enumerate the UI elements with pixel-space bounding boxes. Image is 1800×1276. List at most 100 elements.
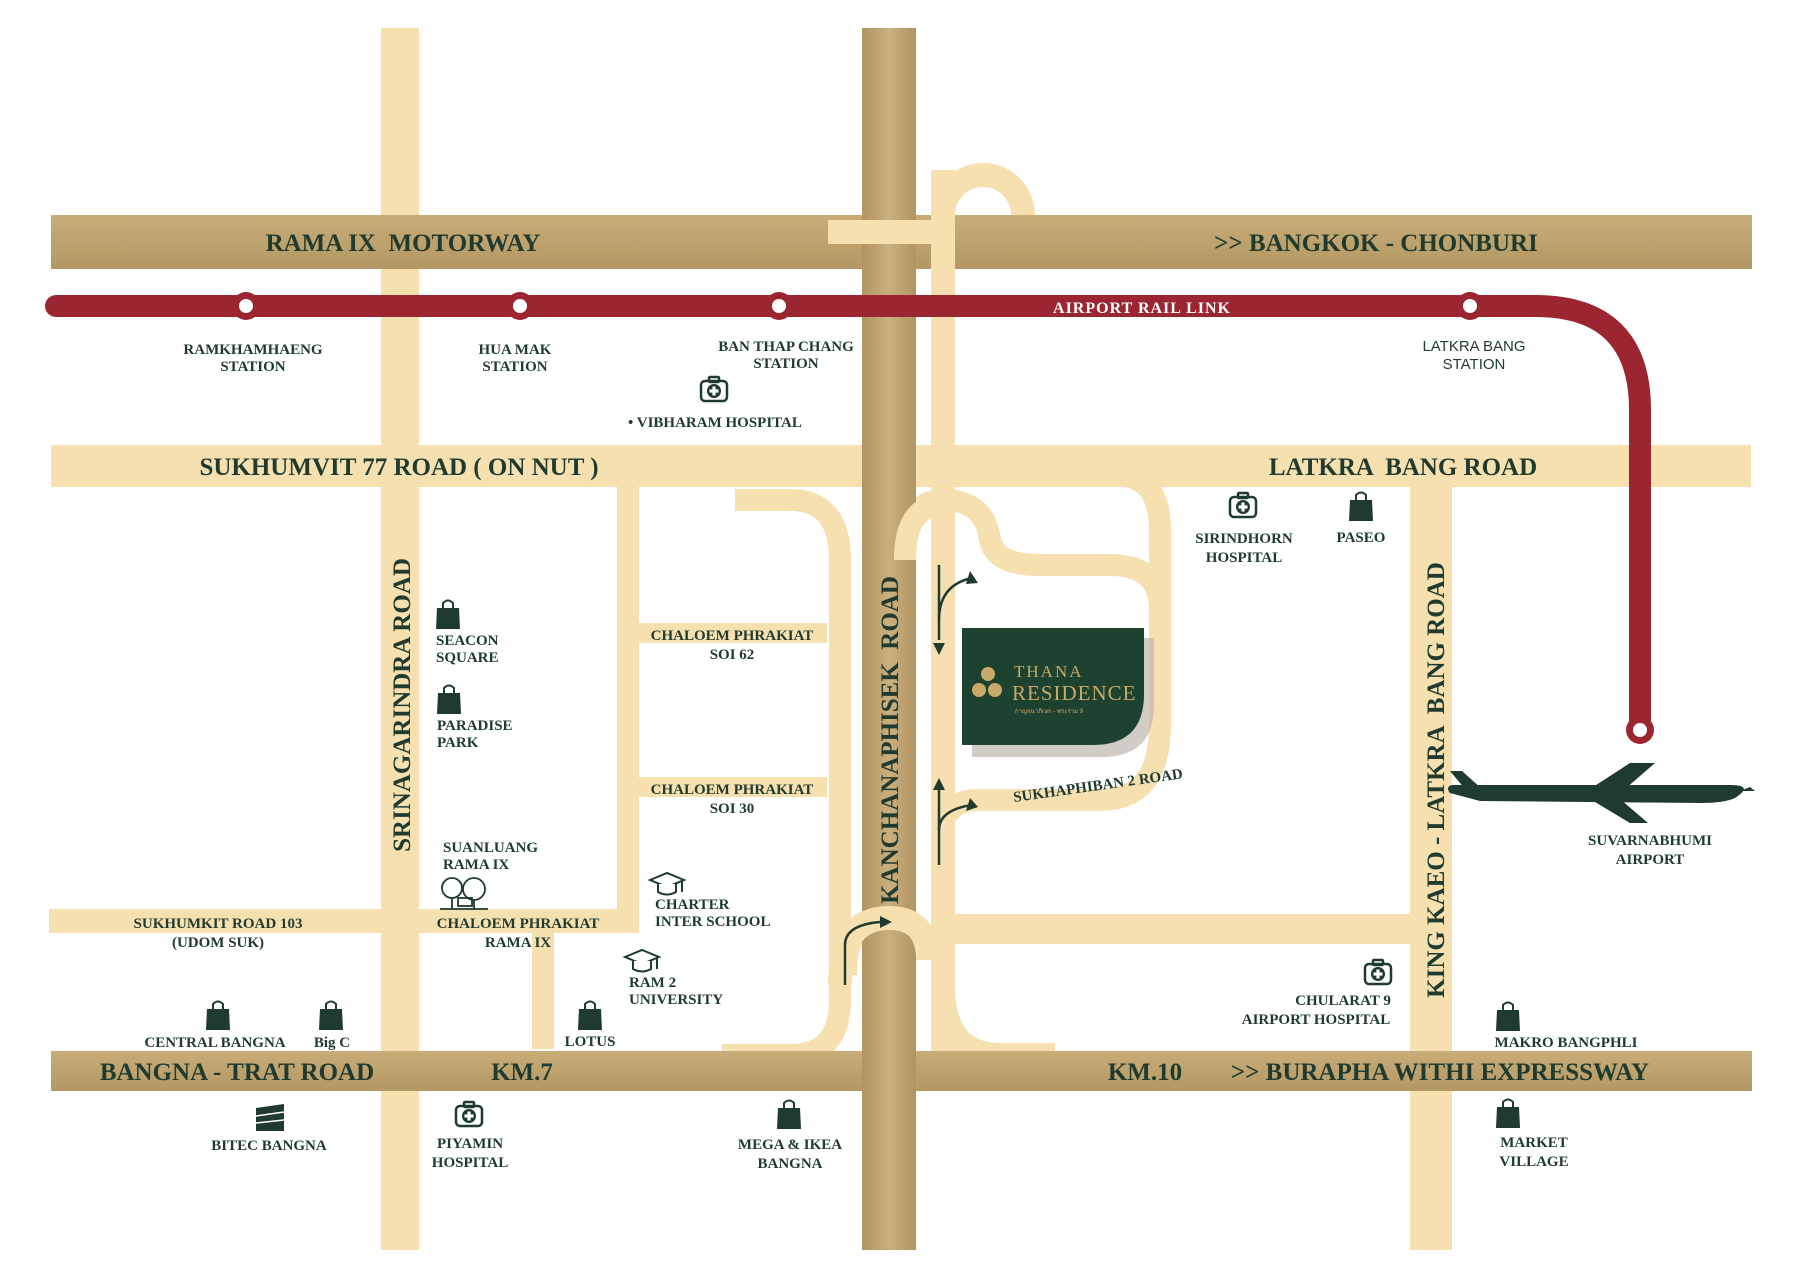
shopping-bag-icon <box>205 1000 231 1031</box>
central-bangna-label: CENTRAL BANGNA <box>144 1035 285 1051</box>
station-marker-icon <box>506 292 534 320</box>
seacon-label-2: SQUARE <box>436 650 499 666</box>
direction-arrow-icon <box>966 571 978 584</box>
airport-label-2: AIRPORT <box>1616 852 1685 868</box>
sukhumvit103-label-1: SUKHUMKIT ROAD 103 <box>134 916 303 932</box>
ram2-label-2: UNIVERSITY <box>629 992 723 1008</box>
lotus-connector-road <box>532 933 554 1049</box>
seacon-label-1: SEACON <box>436 633 499 649</box>
lotus-label: LOTUS <box>565 1034 616 1050</box>
latkrabang-road-label: LATKRA BANG ROAD <box>1269 454 1537 481</box>
project-logo-icon <box>972 667 1002 697</box>
station-label-2: HUA MAK <box>479 342 552 358</box>
station-label-3: BAN THAP CHANG <box>718 339 854 355</box>
sukhumvit-ramp <box>894 494 944 561</box>
shopping-bag-icon <box>776 1099 802 1130</box>
chularat-label-2: AIRPORT HOSPITAL <box>1242 1012 1391 1028</box>
station-marker-icon <box>765 292 793 320</box>
project-tagline: กาญจนาภิเษก - พระราม 9 <box>1015 708 1084 715</box>
kingkaeo-label: KING KAEO - LATKRA BANG ROAD <box>1423 562 1450 998</box>
sukhumvit103-road <box>49 909 637 933</box>
srinagarindra-label: SRINAGARINDRA ROAD <box>389 558 416 852</box>
direction-arrow-icon <box>933 643 945 655</box>
direction-arrow-icon <box>933 778 945 790</box>
sirindhorn-label-1: SIRINDHORN <box>1195 531 1293 547</box>
station-label-1: RAMKHAMHAENG <box>183 342 322 358</box>
hospital-icon <box>1228 491 1258 519</box>
graduation-cap-icon <box>624 949 660 973</box>
piyamin-label-2: HOSPITAL <box>432 1155 508 1171</box>
minor-roads <box>49 28 1751 1250</box>
mega-label-2: BANGNA <box>757 1156 822 1172</box>
sukhumvit77-label: SUKHUMVIT 77 ROAD ( ON NUT ) <box>199 454 598 481</box>
paradise-label-2: PARK <box>437 735 479 751</box>
bangna-trat-label: BANGNA - TRAT ROAD <box>100 1059 374 1086</box>
direction-arrow-icon <box>966 798 978 811</box>
station-marker-icon <box>1626 716 1654 744</box>
kanchanaphisek-label: KANCHANAPHISEK ROAD <box>877 576 904 904</box>
station-label-2b: STATION <box>482 359 547 375</box>
station-label-4: LATKRA BANG <box>1422 338 1525 355</box>
hospital-icon <box>699 375 729 403</box>
paseo-label: PASEO <box>1337 530 1386 546</box>
mega-label-1: MEGA & IKEA <box>738 1137 842 1153</box>
direction-arrow-icon <box>843 565 973 985</box>
park-icon <box>440 877 488 910</box>
project-badge: THANA RESIDENCE กาญจนาภิเษก - พระราม 9 <box>962 628 1154 757</box>
direction-arrow-icon <box>880 916 892 928</box>
vibharam-label: • VIBHARAM HOSPITAL <box>628 415 802 431</box>
airport-rail-line <box>45 295 1651 739</box>
chularat-road <box>945 914 1410 944</box>
shopping-bag-icon <box>318 1000 344 1031</box>
market-label-1: MARKET <box>1500 1135 1568 1151</box>
charter-label-2: INTER SCHOOL <box>655 914 770 930</box>
bangna-ramp <box>828 905 940 986</box>
station-label-1b: STATION <box>220 359 285 375</box>
airport-label-1: SUVARNABHUMI <box>1588 833 1712 849</box>
building-icon <box>255 1104 285 1131</box>
charter-label-1: CHARTER <box>655 897 730 913</box>
chaloem-rama9-label-2: RAMA IX <box>485 935 551 951</box>
shopping-bag-icon <box>577 1000 603 1031</box>
suanluang-label-2: RAMA IX <box>443 857 509 873</box>
shopping-bag-icon <box>1348 491 1374 522</box>
bangkok-chonburi-label: >> BANGKOK - CHONBURI <box>1214 230 1538 257</box>
bitec-label: BITEC BANGNA <box>211 1138 327 1154</box>
kingkaeo-road <box>1410 478 1452 1250</box>
chaloem-vertical-road <box>617 487 639 933</box>
shopping-bag-icon <box>1495 1001 1521 1032</box>
sirindhorn-label-2: HOSPITAL <box>1206 550 1282 566</box>
shopping-bag-icon <box>435 599 461 630</box>
sukhumvit103-label-2: (UDOM SUK) <box>172 935 264 951</box>
hospital-icon <box>454 1100 484 1128</box>
market-label-2: VILLAGE <box>1499 1154 1568 1170</box>
ram2-label-1: RAM 2 <box>629 975 676 991</box>
chaloem-soi30-label-2: SOI 30 <box>710 801 755 817</box>
burapha-label: >> BURAPHA WITHI EXPRESSWAY <box>1231 1059 1649 1086</box>
suanluang-label-1: SUANLUANG <box>443 840 538 856</box>
station-marker-icon <box>1456 292 1484 320</box>
chularat-label-1: CHULARAT 9 <box>1295 993 1391 1009</box>
shopping-bag-icon <box>436 684 462 715</box>
rama9-motorway-label: RAMA IX MOTORWAY <box>266 230 541 257</box>
airport-rail-link-label: AIRPORT RAIL LINK <box>1053 300 1231 317</box>
airplane-icon <box>1447 763 1755 823</box>
hospital-icon <box>1363 958 1393 986</box>
chaloem-soi62-label-1: CHALOEM PHRAKIAT <box>651 628 814 644</box>
chaloem-rama9-label-1: CHALOEM PHRAKIAT <box>437 916 600 932</box>
chaloem-soi30-label-1: CHALOEM PHRAKIAT <box>651 782 814 798</box>
overpass-ramps <box>828 170 955 280</box>
project-name-line1: THANA <box>1014 662 1084 681</box>
graduation-cap-icon <box>649 872 685 896</box>
makro-label: MAKRO BANGPHLI <box>1495 1035 1638 1051</box>
bigc-label: Big C <box>314 1035 350 1051</box>
project-name-line2: RESIDENCE <box>1012 681 1137 705</box>
station-marker-icon <box>232 292 260 320</box>
shopping-bag-icon <box>1495 1098 1521 1129</box>
km10-label: KM.10 <box>1108 1059 1182 1086</box>
chaloem-soi30-road <box>639 777 827 797</box>
chaloem-soi62-label-2: SOI 62 <box>710 647 755 663</box>
chaloem-soi62-road <box>639 623 827 643</box>
km7-label: KM.7 <box>491 1059 553 1086</box>
